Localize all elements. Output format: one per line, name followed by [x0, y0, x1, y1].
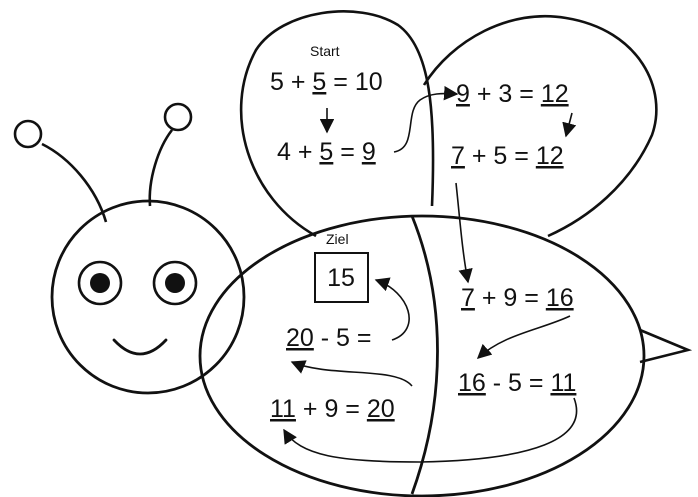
equation-4-part-3: 5	[493, 142, 507, 170]
equation-1: 5 + 5 = 10	[270, 68, 383, 96]
equation-1-part-4: =	[326, 68, 355, 96]
equation-1-part-5: 10	[355, 68, 383, 96]
stinger	[639, 328, 693, 364]
equation-3-part-1: 9	[456, 80, 470, 108]
equation-2-part-3: 5	[319, 138, 333, 166]
arrow-8	[374, 277, 410, 341]
equation-3: 9 + 3 = 12	[456, 80, 569, 108]
equation-6-part-1: 16	[458, 369, 486, 397]
antenna-tip-right	[163, 102, 193, 132]
arrow-2	[393, 85, 459, 153]
eye-left	[77, 260, 123, 306]
equation-5-part-1: 7	[461, 284, 475, 312]
goal-box	[314, 252, 369, 303]
equation-4: 7 + 5 = 12	[451, 142, 564, 170]
antenna-left	[41, 142, 108, 223]
eye-right	[152, 260, 198, 306]
equation-4-part-2: +	[465, 142, 494, 170]
antenna-right	[148, 129, 174, 207]
equation-3-part-4: =	[512, 80, 541, 108]
right-wing	[422, 14, 658, 238]
equation-6-part-2: -	[486, 369, 508, 397]
equation-6-part-5: 11	[550, 369, 576, 397]
equation-1-part-1: 5	[270, 68, 284, 96]
goal-label: Ziel	[326, 231, 349, 247]
equation-2: 4 + 5 = 9	[277, 138, 376, 166]
equation-3-part-3: 3	[498, 80, 512, 108]
equation-7-part-2: +	[296, 395, 325, 423]
equation-7-part-3: 9	[324, 395, 338, 423]
equations: 5 + 5 = 104 + 5 = 99 + 3 = 127 + 5 = 127…	[270, 68, 576, 423]
equation-8-part-3: 5	[336, 324, 350, 352]
equation-5-part-2: +	[475, 284, 504, 312]
equation-8-part-2: -	[314, 324, 336, 352]
body-stripe	[410, 215, 439, 495]
equation-5-part-3: 9	[503, 284, 517, 312]
equation-2-part-4: =	[333, 138, 362, 166]
smile	[112, 338, 168, 356]
equation-7-part-5: 20	[367, 395, 395, 423]
arrow-7	[290, 360, 413, 387]
pupil-left	[90, 273, 110, 293]
arrow-4	[455, 182, 473, 284]
antenna-tip-left	[13, 119, 43, 149]
equation-8-part-1: 20	[286, 324, 314, 352]
equation-6-part-3: 5	[508, 369, 522, 397]
equation-7: 11 + 9 = 20	[270, 395, 395, 423]
equation-4-part-1: 7	[451, 142, 465, 170]
equation-2-part-2: +	[291, 138, 320, 166]
equation-4-part-5: 12	[536, 142, 564, 170]
equation-6: 16 - 5 = 11	[458, 369, 576, 397]
equation-6-part-4: =	[522, 369, 551, 397]
left-wing	[239, 10, 435, 238]
bee-body	[198, 214, 646, 497]
goal-value: 15	[327, 264, 355, 292]
arrow-3	[562, 112, 577, 138]
arrow-5	[476, 315, 571, 359]
equation-5: 7 + 9 = 16	[461, 284, 574, 312]
equation-1-part-3: 5	[312, 68, 326, 96]
equation-7-part-4: =	[338, 395, 367, 423]
equation-8-part-4: =	[350, 324, 372, 352]
equation-4-part-4: =	[507, 142, 536, 170]
equation-5-part-4: =	[517, 284, 546, 312]
equation-2-part-1: 4	[277, 138, 291, 166]
equation-3-part-5: 12	[541, 80, 569, 108]
equation-2-part-5: 9	[362, 138, 376, 166]
equation-1-part-2: +	[284, 68, 313, 96]
bee-head	[50, 199, 246, 395]
equation-3-part-2: +	[470, 80, 499, 108]
start-label: Start	[310, 43, 340, 59]
equation-7-part-1: 11	[270, 395, 296, 423]
equation-8: 20 - 5 =	[286, 324, 371, 352]
pupil-right	[165, 273, 185, 293]
arrow-6	[283, 397, 578, 463]
equation-5-part-5: 16	[546, 284, 574, 312]
